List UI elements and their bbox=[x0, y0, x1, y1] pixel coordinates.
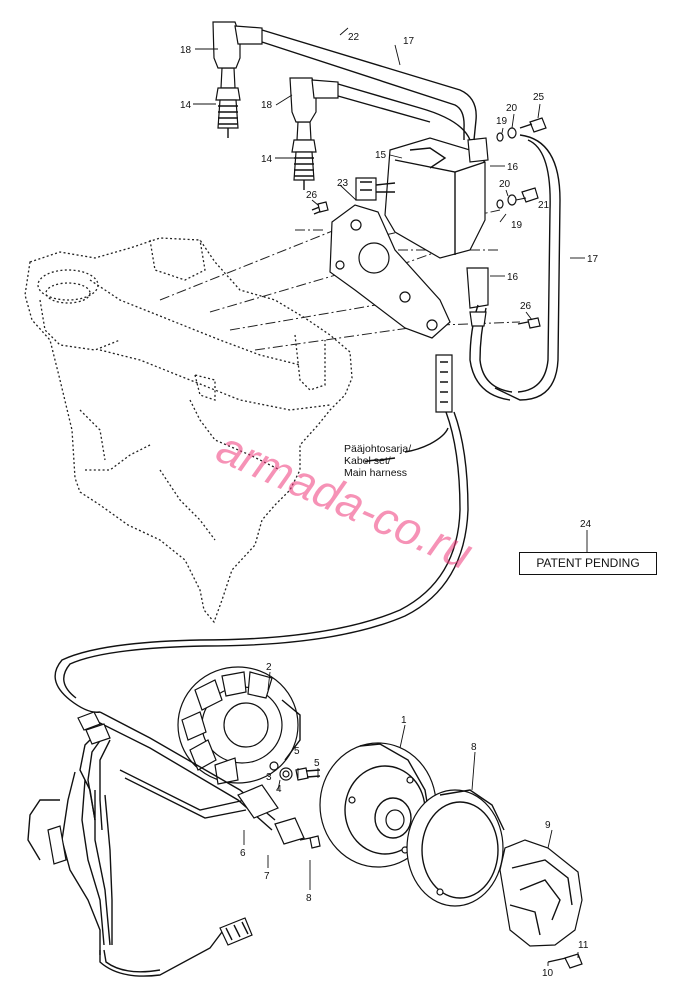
coil-hardware bbox=[311, 117, 547, 329]
harness-label-line-1: Pääjohtosarja/ bbox=[344, 443, 412, 455]
stator-wiring bbox=[27, 711, 305, 977]
callout-24: 24 bbox=[580, 519, 592, 530]
callout-9: 8 bbox=[471, 742, 477, 753]
callout-15: 15 bbox=[375, 150, 387, 161]
callout-5b: 5 bbox=[314, 758, 320, 769]
callout-1: 1 bbox=[401, 715, 407, 726]
patent-pending-box: PATENT PENDING bbox=[519, 552, 657, 575]
callout-3: 3 bbox=[266, 772, 272, 783]
starter-cup bbox=[499, 839, 583, 969]
callout-11: 10 bbox=[542, 968, 554, 979]
tank-ghost-outline bbox=[24, 237, 353, 624]
starter-ring bbox=[406, 789, 505, 907]
callout-23: 23 bbox=[337, 178, 349, 189]
callout-18a: 18 bbox=[180, 45, 192, 56]
callout-18b: 18 bbox=[261, 100, 273, 111]
callout-17b: 17 bbox=[587, 254, 599, 265]
callout-12: 11 bbox=[578, 940, 589, 951]
harness-label-line-3: Main harness bbox=[344, 467, 408, 479]
stator bbox=[177, 666, 301, 785]
coil-connector bbox=[355, 177, 396, 201]
callout-20a: 20 bbox=[506, 103, 518, 114]
stator-screws bbox=[269, 761, 321, 849]
callout-6: 6 bbox=[240, 848, 246, 859]
ignition-coil bbox=[384, 137, 489, 309]
callout-14a: 14 bbox=[180, 100, 192, 111]
callout-21: 21 bbox=[538, 200, 550, 211]
spark-plug-upper bbox=[215, 67, 241, 138]
main-harness-label: Pääjohtosarja/ Kabel set/ Main harness bbox=[344, 443, 411, 479]
callout-19b: 19 bbox=[511, 220, 523, 231]
callout-14b: 14 bbox=[261, 154, 273, 165]
callout-17a: 17 bbox=[403, 36, 415, 47]
callout-20b: 20 bbox=[499, 179, 511, 190]
callout-10: 9 bbox=[545, 820, 551, 831]
callout-7: 7 bbox=[264, 871, 270, 882]
callout-2: 2 bbox=[266, 662, 272, 673]
callout-8-label: 8 bbox=[306, 893, 312, 904]
callout-16a: 16 bbox=[507, 162, 519, 173]
callout-26a: 26 bbox=[306, 190, 318, 201]
callout-26b: 26 bbox=[520, 301, 532, 312]
callout-4: 4 bbox=[276, 784, 282, 795]
callout-22: 22 bbox=[348, 32, 360, 43]
spark-plug-lower bbox=[291, 121, 317, 190]
harness-label-line-2: Kabel set/ bbox=[344, 455, 391, 467]
coil-bracket bbox=[329, 204, 451, 339]
main-harness bbox=[54, 354, 469, 713]
callout-19a: 19 bbox=[496, 116, 508, 127]
callout-25: 25 bbox=[533, 92, 545, 103]
plug-caps bbox=[212, 21, 339, 123]
leader-lines bbox=[193, 27, 588, 966]
callout-numbers: 18 14 18 14 22 17 15 16 23 26 25 20 19 2… bbox=[180, 32, 599, 979]
callout-5a: 5 bbox=[294, 746, 300, 757]
ht-leads bbox=[261, 29, 561, 401]
callout-16b: 16 bbox=[507, 272, 519, 283]
